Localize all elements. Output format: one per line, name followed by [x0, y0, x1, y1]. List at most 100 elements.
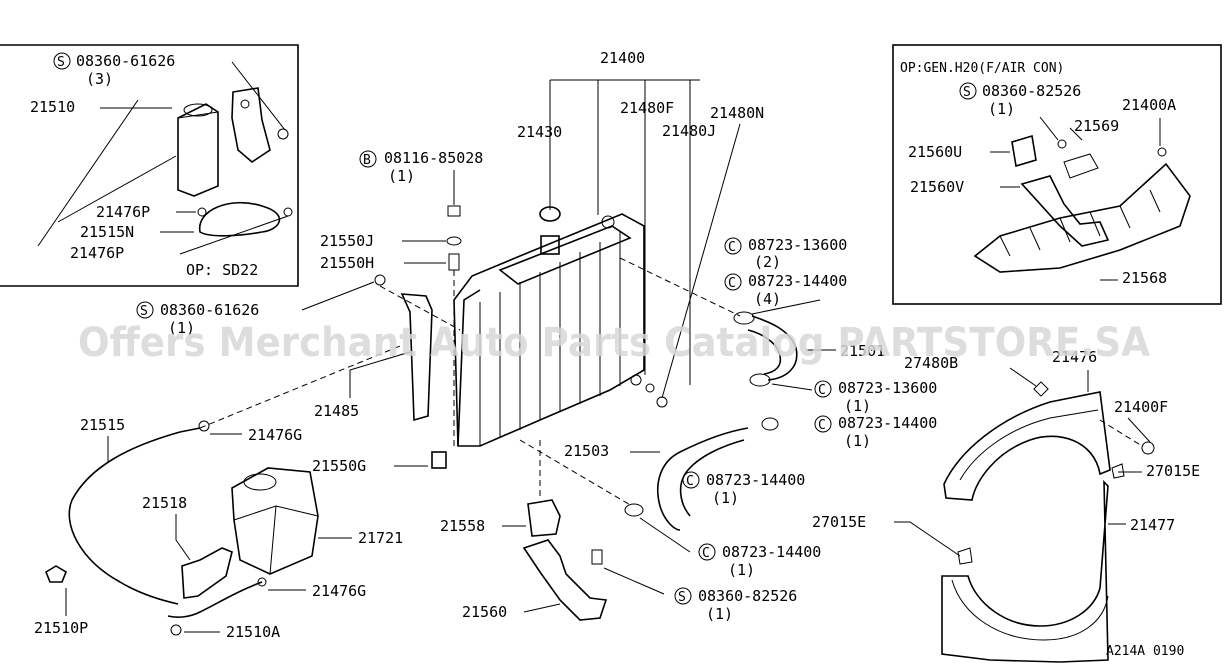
- fitting-shape: [656, 396, 668, 408]
- inset-right-frame: [892, 44, 1222, 305]
- label-21503: 21503: [564, 442, 609, 460]
- label-08116-85028: 08116-85028: [384, 149, 483, 167]
- dashed-line: [1099, 419, 1143, 447]
- leader-line: [349, 351, 411, 398]
- leader-line: [175, 514, 191, 561]
- label-08360-82526: 08360-82526: [698, 587, 797, 605]
- c-prefix-5: C: [686, 474, 694, 489]
- hose-clamp-shape: [761, 417, 779, 431]
- hose-parts: C 08723-13600 (2) C 08723-14400 (4) 2150…: [519, 236, 937, 579]
- label-08723-13600-a-qty: (2): [754, 253, 781, 271]
- inset-left-part-21476p-b: 21476P: [70, 244, 124, 262]
- reservoir-parts: 21515 21476G 21518 21721 21476G 21510P 2…: [34, 345, 403, 641]
- clip-27015e-shape: [957, 547, 973, 565]
- leader-line: [179, 215, 289, 255]
- inset-right-part-21400a: 21400A: [1122, 96, 1176, 114]
- clip-shape: [283, 207, 293, 217]
- overflow-hose-shape: [199, 201, 281, 237]
- label-08723-14400-d: 08723-14400: [722, 543, 821, 561]
- bracket-21485-shape: [400, 293, 433, 422]
- radiator-fins-shape: [479, 232, 621, 446]
- label-21480j: 21480J: [662, 122, 716, 140]
- bracket-21518-shape: [181, 547, 233, 599]
- watermark-text: Offers Merchant Auto Parts Catalog PARTS…: [78, 320, 1150, 366]
- inset-left-bolt-code: 08360-61626: [76, 52, 175, 70]
- label-21476g-a: 21476G: [248, 426, 302, 444]
- label-21501: 21501: [840, 342, 885, 360]
- radiator-core-shape: [453, 213, 645, 447]
- label-08360-qty: (1): [168, 319, 195, 337]
- radiator-tank-shape: [457, 289, 481, 447]
- dashed-line: [199, 345, 401, 429]
- c-circle-icon: [814, 380, 832, 398]
- clip-27480b-shape: [1033, 381, 1049, 397]
- bottom-parts: 21558 21560 S 08360-82526 (1): [440, 440, 797, 623]
- s-circle-icon: [959, 82, 977, 100]
- reservoir-tank-shape: [177, 103, 219, 197]
- c-circle-icon: [682, 471, 700, 489]
- label-21430: 21430: [517, 123, 562, 141]
- dashed-line: [619, 257, 741, 317]
- c-circle-icon: [814, 415, 832, 433]
- label-21560: 21560: [462, 603, 507, 621]
- label-21510a: 21510A: [226, 623, 280, 641]
- label-08116-qty: (1): [388, 167, 415, 185]
- inset-right-bolt-code: 08360-82526: [982, 82, 1081, 100]
- label-21400f: 21400F: [1114, 398, 1168, 416]
- reservoir-cap-shape: [243, 473, 277, 491]
- shroud-edge-shape: [959, 409, 1099, 481]
- c-circle-icon: [724, 237, 742, 255]
- reservoir-bracket-shape: [231, 87, 271, 164]
- label-08723-14400-b-qty: (1): [844, 432, 871, 450]
- dashed-line: [519, 439, 633, 507]
- bolt-shape: [1057, 139, 1067, 149]
- inset-left-part-21510: 21510: [30, 98, 75, 116]
- b-prefix: B: [363, 153, 371, 168]
- leader-line: [57, 155, 177, 223]
- label-21510p: 21510P: [34, 619, 88, 637]
- inset-right-part-21560v: 21560V: [910, 178, 964, 196]
- inset-right-part-21560u: 21560U: [908, 143, 962, 161]
- bracket-21569-shape: [1063, 153, 1099, 179]
- leader-line: [661, 123, 741, 399]
- label-08723-13600-b-qty: (1): [844, 397, 871, 415]
- bolt-hole-shape: [240, 99, 250, 109]
- inset-right-part-21569: 21569: [1074, 117, 1119, 135]
- bracket-21560u-shape: [1011, 134, 1037, 168]
- inset-left: S 08360-61626 (3) 21510 21476P 21515N 21…: [0, 44, 299, 287]
- inset-right-note: OP:GEN.H20(F/AIR CON): [900, 61, 1064, 76]
- clip-shape: [197, 207, 207, 217]
- tank-edge-shape: [177, 111, 219, 119]
- bushing-21558-shape: [527, 499, 561, 537]
- label-21550j: 21550J: [320, 232, 374, 250]
- label-21558: 21558: [440, 517, 485, 535]
- bracket-21560v-shape: [1020, 175, 1110, 247]
- hose-21515-shape: [68, 427, 201, 605]
- c-prefix-2: C: [728, 276, 736, 291]
- label-21480n: 21480N: [710, 104, 764, 122]
- c-prefix-6: C: [702, 546, 710, 561]
- bolt-shape: [591, 549, 603, 565]
- leader-line: [751, 299, 821, 315]
- label-08360-61626: 08360-61626: [160, 301, 259, 319]
- label-21550g: 21550G: [312, 457, 366, 475]
- c-circle-icon: [698, 543, 716, 561]
- clip-shape: [257, 577, 267, 587]
- fitting-shape: [601, 215, 615, 229]
- label-21476g-b: 21476G: [312, 582, 366, 600]
- c-prefix-4: C: [818, 418, 826, 433]
- c-prefix-3: C: [818, 383, 826, 398]
- leader-line: [1069, 127, 1083, 141]
- leader-line: [603, 567, 665, 595]
- s-circle-icon: [53, 52, 71, 70]
- radiator-cap-shape: [539, 206, 561, 222]
- figure-code: A214A 0190: [1106, 644, 1184, 659]
- bolt-shape: [447, 205, 461, 217]
- label-21518: 21518: [142, 494, 187, 512]
- reservoir-edge-shape: [233, 505, 319, 575]
- clip-shape: [198, 420, 210, 432]
- hose-clamp-shape: [733, 311, 755, 325]
- shroud-edge-shape: [951, 579, 1109, 641]
- radiator-assembly: 21400 21480F 21480N 21480J 21430: [453, 49, 764, 447]
